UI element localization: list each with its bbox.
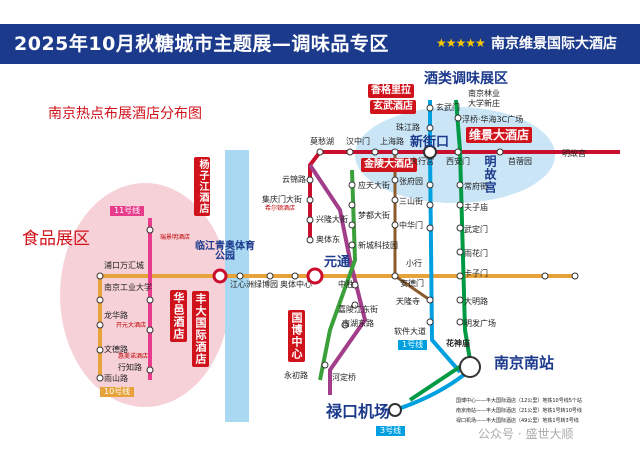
interchange-nanjing-south (459, 356, 481, 378)
station-yingtian: 应天大街 (358, 181, 390, 190)
station-yongchu: 永初路 (284, 371, 308, 380)
station-yushan: 雨山路 (104, 374, 128, 383)
station-zhujiang: 珠江路 (396, 123, 420, 132)
line-purple (308, 163, 368, 395)
tag-line-1: 1号线 (398, 340, 428, 350)
label-ruijing: 瑞景明酒店 (160, 234, 191, 241)
page-title: 2025年10月秋糖城市主题展—调味品专区 (14, 33, 389, 55)
star-rating: ★★★★★ (436, 36, 486, 50)
station-markers (96, 104, 579, 382)
line-green (318, 169, 358, 381)
place-lukou: 禄口机场 (326, 402, 391, 421)
hotel-xuanwu: 玄武酒店 (370, 100, 416, 114)
station-mingfa: 明发广场 (464, 319, 496, 328)
note-2: 南京南站——丰大国际酒店（21公里）地铁1号转10号线 (456, 408, 582, 414)
station-shanghai: 上海路 (380, 137, 404, 146)
station-muxuyuan: 苜蓿园 (508, 157, 532, 166)
station-fuqiao: 浮桥·华海3C广场 (462, 115, 524, 124)
header: 2025年10月秋糖城市主题展—调味品专区 ★★★★★ 南京维景国际大酒店 (0, 0, 640, 88)
station-aoti: 奥体中心 (280, 280, 312, 289)
interchange-yuantong (306, 267, 324, 285)
station-xian: 西安门 (446, 157, 470, 166)
hotel-weijing: 维景大酒店 (466, 127, 533, 143)
watermark: 公众号 · 盛世大顺 (478, 427, 574, 441)
station-zhonghuamen: 中华门 (399, 221, 423, 230)
station-xinchengkeji: 新城科技园 (358, 241, 398, 250)
station-xinglong: 行知路 (118, 363, 142, 372)
hotel-name: 南京维景国际大酒店 (491, 36, 617, 52)
station-lvbowan: 绿博园 (254, 280, 278, 289)
hotel-huayi: 华邑酒店 (170, 290, 187, 342)
tag-line-3: 3号线 (376, 426, 406, 436)
note-1: 国博中心——丰大国际酒店（12公里）地铁10号线5个站 (456, 398, 582, 404)
line-3-airport (394, 368, 472, 412)
station-aotidong: 奥体东 (316, 235, 340, 244)
station-daxinggong: 大行宫 (410, 157, 434, 166)
station-njlinye: 南京林业 (468, 89, 500, 98)
station-nanjinggongda: 南京工业大学 (104, 283, 152, 292)
station-minggu: 明故宫 (562, 149, 586, 158)
line-3 (408, 99, 473, 402)
station-hewangmiao: 河定桥 (332, 373, 356, 382)
label-kaiyuan: 开元大酒店 (116, 322, 147, 329)
station-daxuexin: 大学新庄 (468, 99, 500, 108)
station-jiangxinzhou: 江心洲 (230, 280, 254, 289)
hotel-jinling: 金陵大酒店 (361, 158, 417, 172)
place-yuantong: 元通 (324, 255, 351, 270)
station-xinglongdajie: 兴隆大街 (316, 215, 348, 224)
place-huashen: 花神庙 (446, 339, 470, 348)
tag-line-11: 11号线 (110, 206, 145, 216)
hotel-yangzijiang: 杨子江酒店 (194, 157, 210, 216)
station-yuhuamen: 雨花门 (464, 249, 488, 258)
station-wudingmen: 武定门 (464, 225, 488, 234)
station-sanshanjie: 三山街 (399, 197, 423, 206)
label-huimei: 惠美诺酒店 (118, 353, 149, 360)
station-dmxl: 大明路 (464, 297, 488, 306)
station-mengdu: 梦都大街 (358, 211, 390, 220)
station-zhanghuai: 张府园 (399, 177, 423, 186)
station-jiahe: 嘉陵江东街 (338, 305, 378, 314)
station-wenyilu: 文德路 (104, 345, 128, 354)
river (225, 150, 249, 422)
place-xinjiekou: 新街口 (410, 135, 450, 150)
food-zone-heading: 食品展区 (22, 229, 90, 249)
note-3: 禄口机场——丰大国际酒店（49公里）地铁1号转3号线 (456, 418, 579, 424)
station-fuzimiao: 夫子庙 (464, 203, 488, 212)
station-xuanwumen: 玄武门 (436, 103, 460, 112)
hotel-linjiang: 临江青奥体育公园 (195, 241, 255, 262)
interchange-xinjiekou (423, 145, 437, 159)
station-xiaoxing: 小行 (406, 259, 422, 268)
label-xierdun: 希尔顿酒店 (265, 205, 296, 212)
place-minggugong: 明故宫 (483, 155, 497, 194)
place-guobo: 国博中心 (288, 310, 305, 362)
interchange-linjiang (212, 268, 228, 284)
hotel-xianggelila: 香格里拉 (368, 84, 414, 98)
station-kazimen: 卡子门 (464, 269, 488, 278)
place-nanjing-south: 南京南站 (494, 354, 555, 372)
station-zhongsheng: 中胜 (338, 280, 354, 289)
station-andemen: 安德门 (400, 279, 424, 288)
tag-line-10: 10号线 (100, 387, 135, 397)
station-yunjin: 云锦路 (282, 175, 306, 184)
station-nanhu: 南湖东路 (342, 319, 374, 328)
station-tianlongsi: 天隆寺 (396, 297, 420, 306)
station-longhua: 龙华路 (104, 311, 128, 320)
hotel-fengda: 丰大国际酒店 (192, 291, 209, 367)
hotel-map-heading: 南京热点布展酒店分布图 (48, 106, 202, 122)
title-banner (0, 24, 640, 64)
interchange-lukou (388, 403, 402, 417)
station-mochouhu: 莫愁湖 (310, 137, 334, 146)
station-jiqingmen: 集庆门大街 (262, 195, 302, 204)
station-puyuan: 浦口万汇城 (104, 261, 144, 270)
station-ruanjian: 软件大道 (394, 327, 426, 336)
liquor-zone-heading: 酒类调味展区 (424, 71, 508, 87)
station-hanzhongmen: 汉中门 (346, 137, 370, 146)
station-changfu: 常府街 (464, 182, 488, 191)
